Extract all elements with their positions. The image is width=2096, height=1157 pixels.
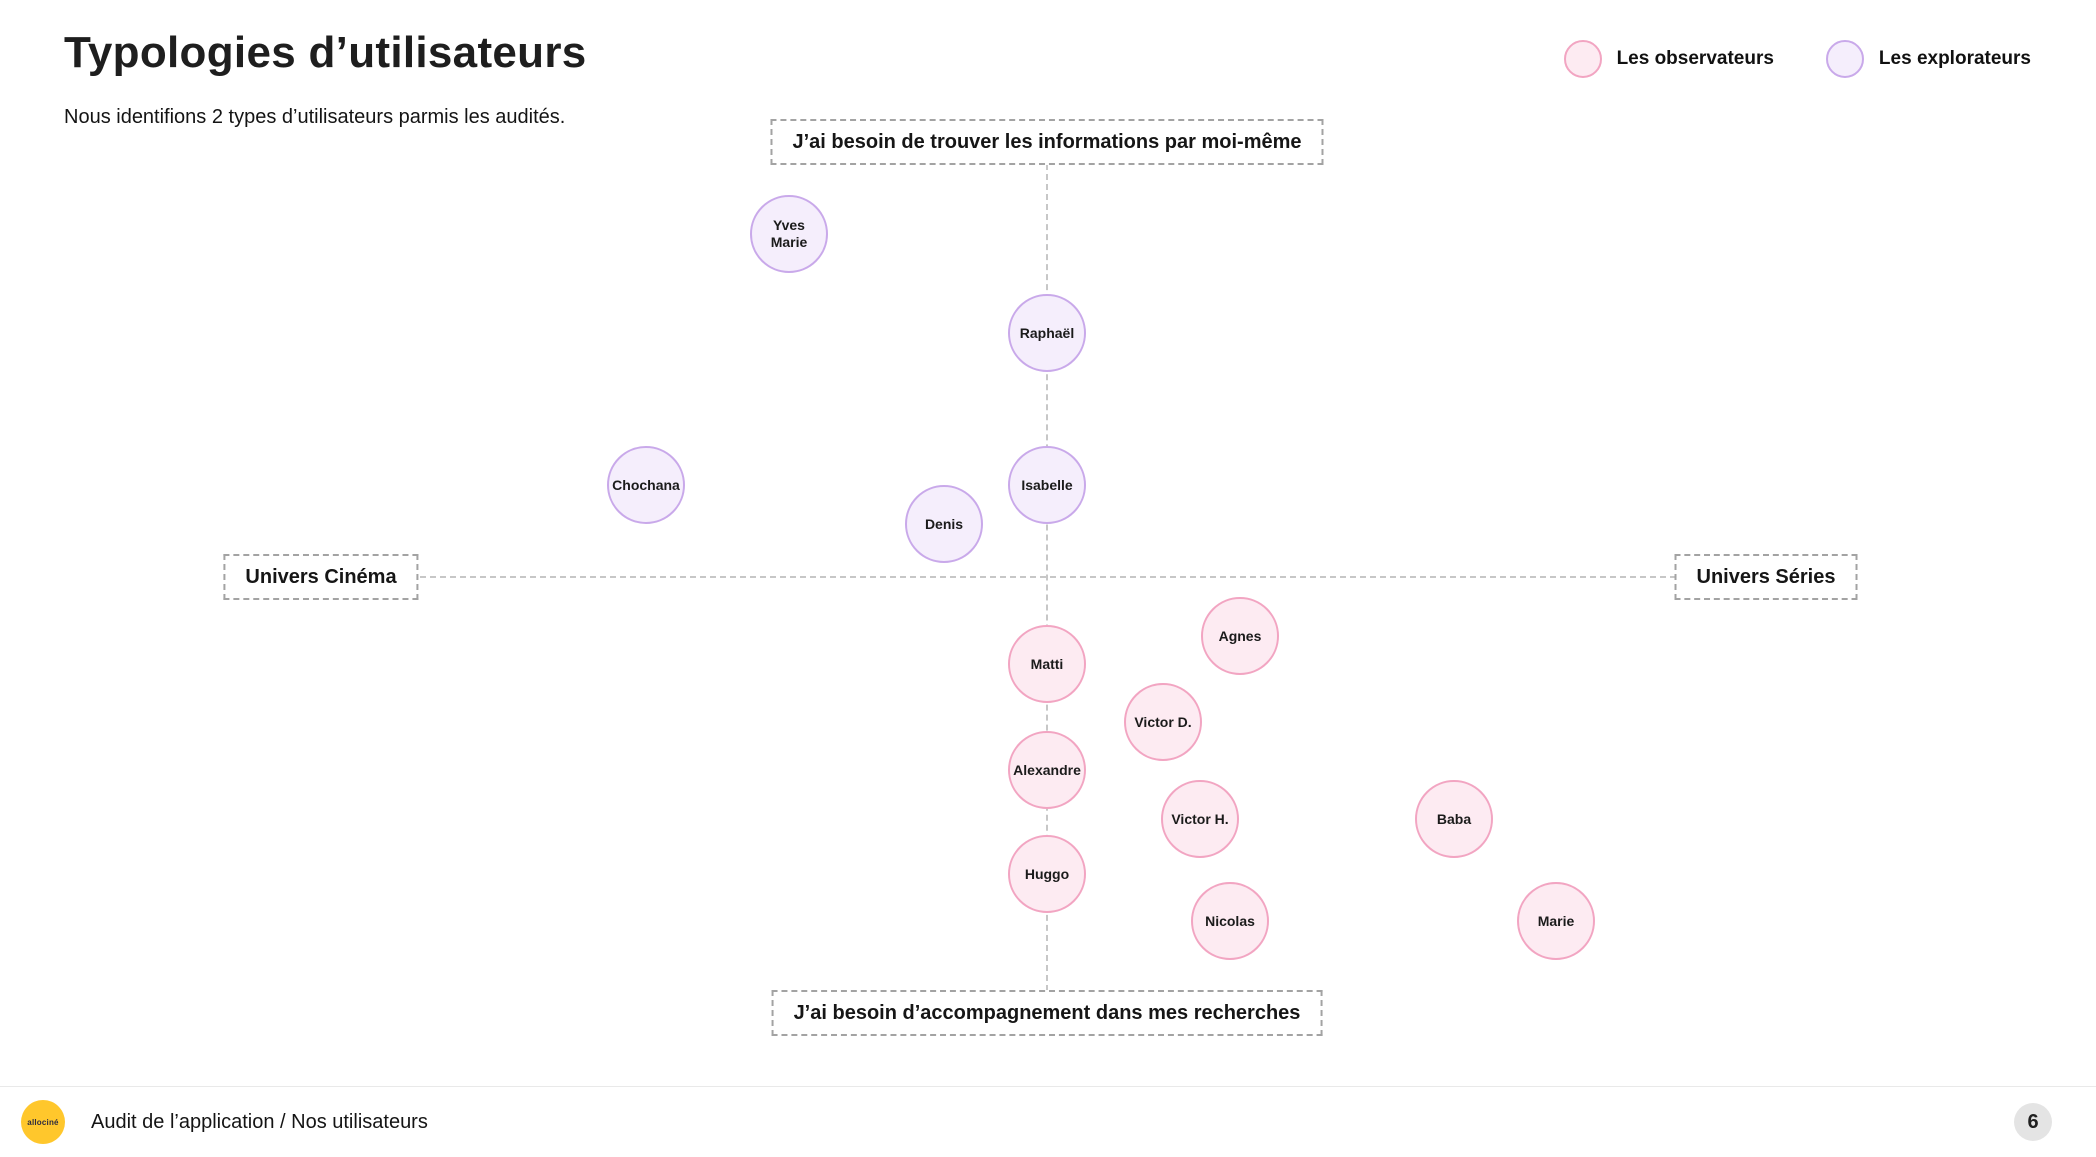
- horizontal-axis-line: [410, 576, 1686, 578]
- user-bubble-matti: Matti: [1008, 625, 1086, 703]
- axis-label-left: Univers Cinéma: [223, 554, 419, 600]
- legend-item-observateur: Les observateurs: [1563, 40, 1774, 78]
- user-bubble-alexandre: Alexandre: [1008, 731, 1086, 809]
- breadcrumb: Audit de l’application / Nos utilisateur…: [91, 1110, 428, 1133]
- user-bubble-chochana: Chochana: [607, 446, 685, 524]
- user-bubble-victor-d: Victor D.: [1124, 683, 1202, 761]
- user-bubble-isabelle: Isabelle: [1008, 446, 1086, 524]
- user-bubble-baba: Baba: [1415, 780, 1493, 858]
- observateur-circle-icon: [1563, 40, 1602, 78]
- user-bubble-agnes: Agnes: [1201, 597, 1279, 675]
- legend: Les observateurs Les explorateurs: [1563, 40, 2031, 78]
- user-bubble-rapha-l: Raphaël: [1008, 294, 1086, 372]
- axis-label-top: J’ai besoin de trouver les informations …: [770, 119, 1324, 165]
- user-bubble-victor-h: Victor H.: [1161, 780, 1239, 858]
- axis-label-bottom: J’ai besoin d’accompagnement dans mes re…: [771, 990, 1323, 1036]
- allocine-logo: allociné: [21, 1100, 65, 1144]
- legend-label: Les observateurs: [1616, 48, 1774, 69]
- legend-label: Les explorateurs: [1878, 48, 2031, 69]
- footer: allociné Audit de l’application / Nos ut…: [0, 1086, 2096, 1156]
- page-number-badge: 6: [2014, 1103, 2052, 1141]
- explorateur-circle-icon: [1825, 40, 1864, 78]
- legend-item-explorateur: Les explorateurs: [1825, 40, 2031, 78]
- user-bubble-huggo: Huggo: [1008, 835, 1086, 913]
- user-bubble-marie: Marie: [1517, 882, 1595, 960]
- axis-label-right: Univers Séries: [1674, 554, 1858, 600]
- page-title: Typologies d’utilisateurs: [64, 28, 587, 77]
- user-bubble-nicolas: Nicolas: [1191, 882, 1269, 960]
- user-bubble-denis: Denis: [905, 485, 983, 563]
- user-bubble-yves-marie: Yves Marie: [750, 195, 828, 273]
- page-subtitle: Nous identifions 2 types d’utilisateurs …: [64, 106, 566, 128]
